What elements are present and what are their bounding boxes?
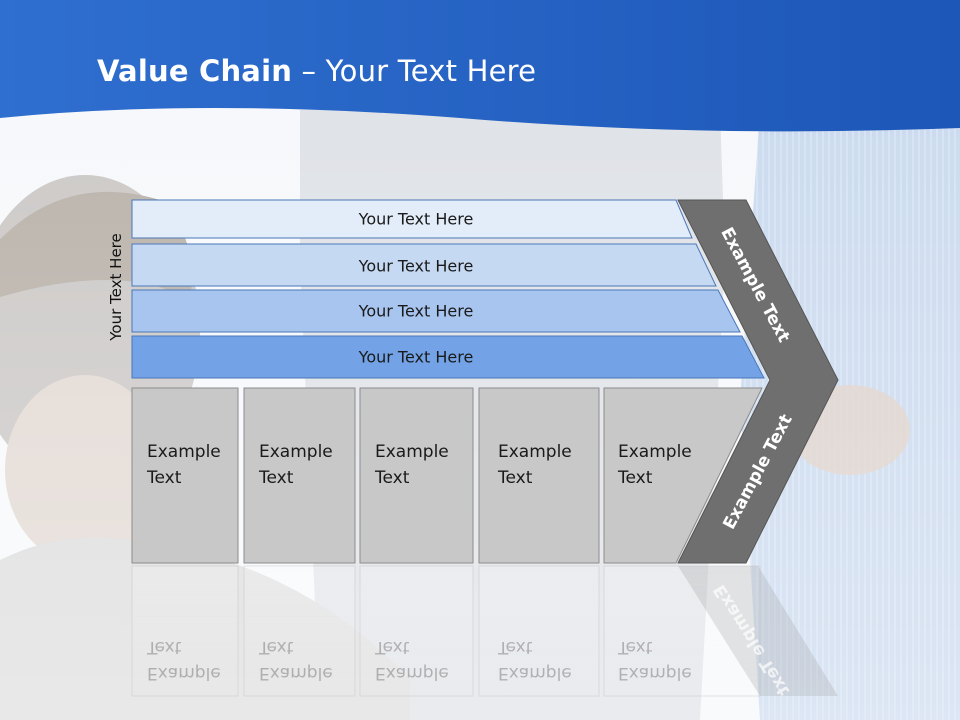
bar-1 (131, 199, 693, 239)
bar-4-label: Your Text Here (358, 347, 474, 367)
page-title: Value Chain – Your Text Here (97, 54, 536, 88)
box-3 (359, 387, 474, 564)
bar-2-label: Your Text Here (358, 256, 474, 276)
title-bold: Value Chain (97, 54, 293, 88)
title-rest: – Your Text Here (292, 54, 537, 88)
bar-3-label: Your Text Here (358, 301, 474, 321)
bar-3 (131, 289, 741, 333)
box-2 (243, 387, 356, 564)
bar-4 (131, 335, 765, 379)
bar-2 (131, 243, 717, 287)
bar-1-label: Your Text Here (358, 209, 474, 229)
reflection (131, 565, 838, 697)
box-4 (478, 387, 600, 564)
box-5 (603, 387, 763, 564)
box-1 (131, 387, 239, 564)
chevron-arrow (677, 199, 839, 564)
